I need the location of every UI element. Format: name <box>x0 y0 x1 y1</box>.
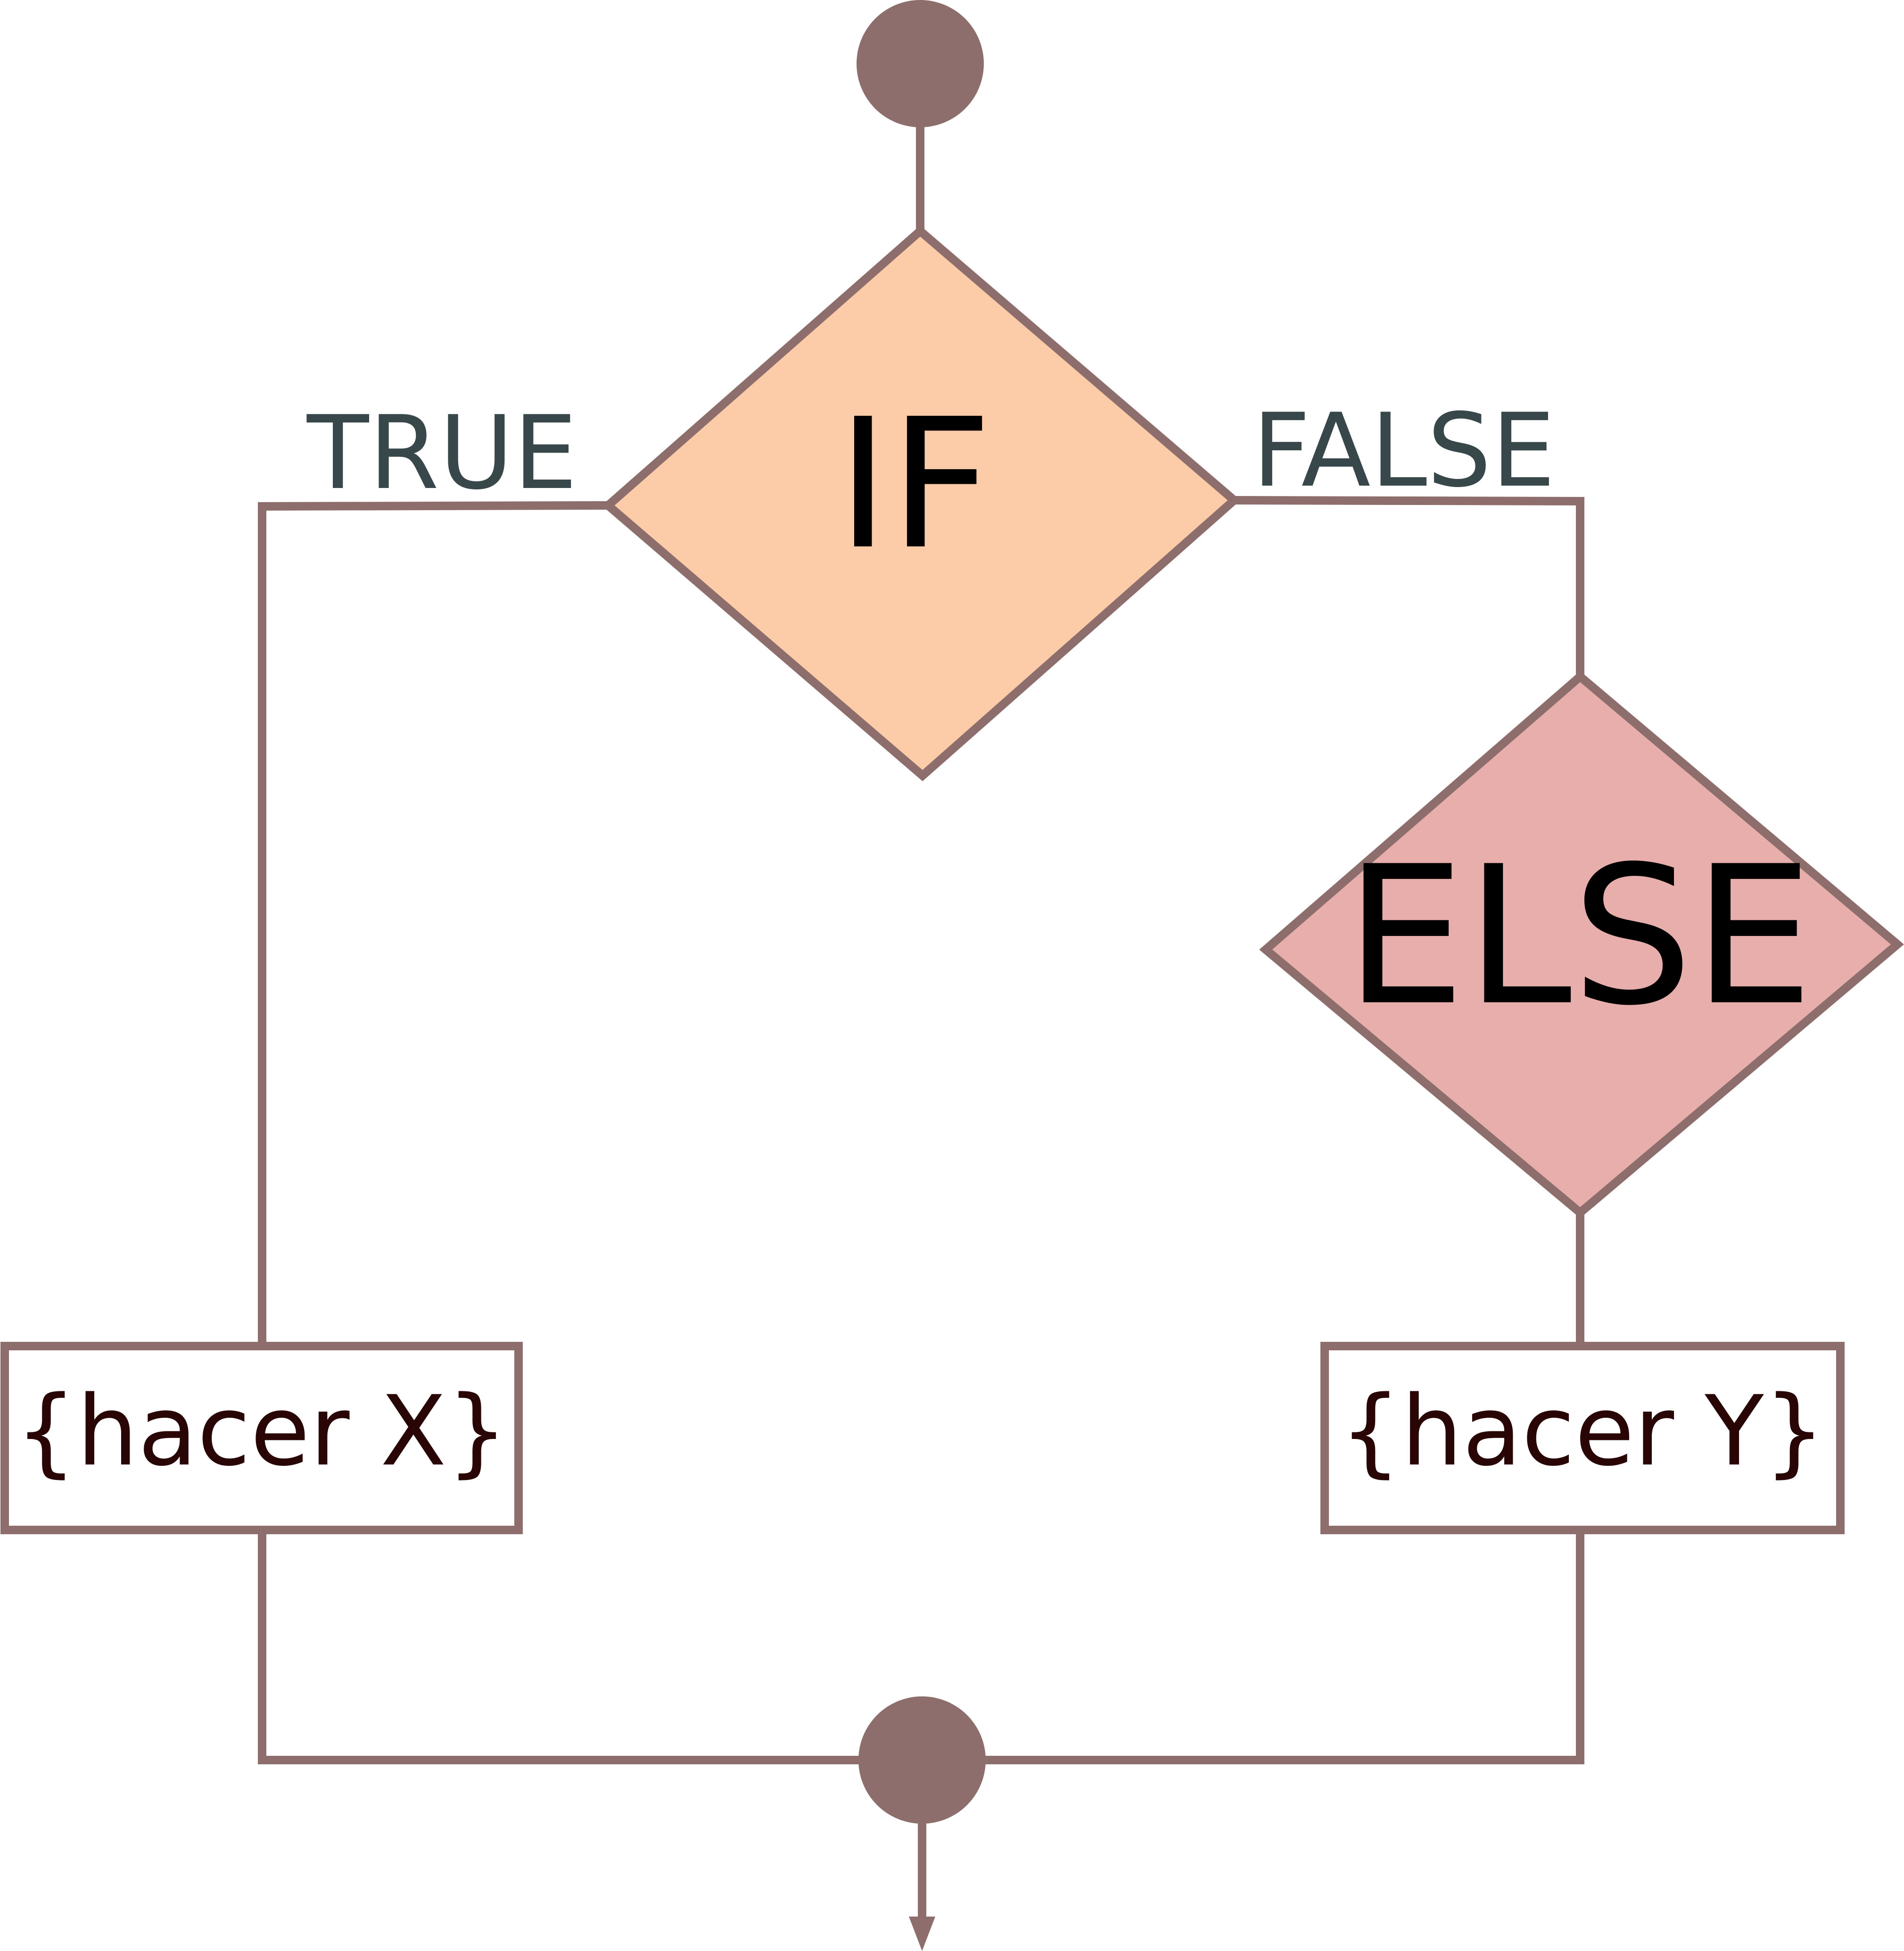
merge-node <box>858 1696 986 1824</box>
if-label: IF <box>837 380 993 589</box>
false-branch-connector <box>1234 496 1584 677</box>
true-branch-connector <box>258 501 609 1346</box>
action-x-box: {hacer X} <box>0 1342 523 1534</box>
action-x-rect <box>0 1342 523 1534</box>
if-decision: IF <box>602 225 1241 781</box>
else-decision: ELSE <box>1259 671 1904 1218</box>
else-label: ELSE <box>1345 825 1814 1048</box>
true-branch-label: TRUE <box>306 394 577 512</box>
false-branch-label: FALSE <box>1252 391 1555 510</box>
action-y-box: {hacer Y} <box>1320 1342 1845 1534</box>
connectors <box>258 125 1584 1921</box>
action-y-to-merge-connector <box>984 1530 1584 1764</box>
start-node <box>857 0 984 127</box>
action-y-label: {hacer Y} <box>1340 1375 1825 1488</box>
else-diamond <box>1259 671 1904 1218</box>
arrow-down-icon <box>909 1917 935 1951</box>
action-x-label: {hacer X} <box>15 1375 508 1488</box>
if-diamond <box>602 225 1241 781</box>
action-x-to-merge-connector <box>258 1530 860 1764</box>
action-y-rect <box>1320 1342 1845 1534</box>
